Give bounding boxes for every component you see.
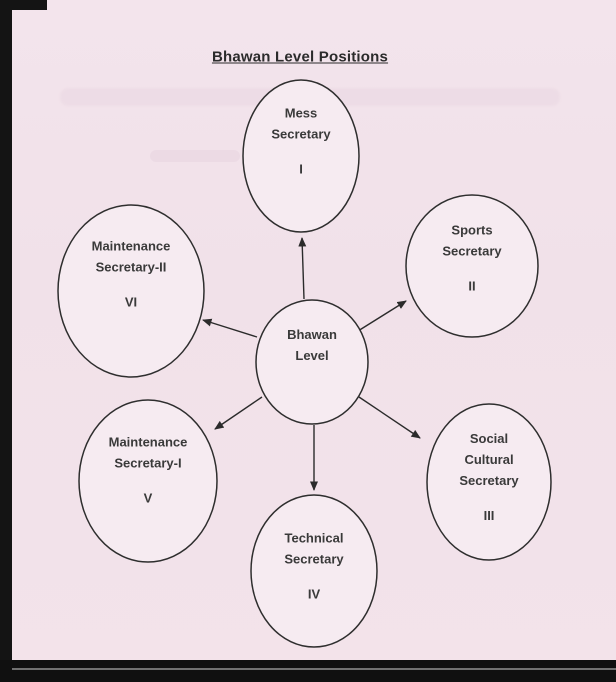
maintenance-secretary-1-ellipse (78, 399, 218, 563)
arrow-to-maintenance-secretary-1 (214, 396, 263, 430)
scan-artifact-smudge (150, 150, 240, 162)
mess-secretary-ellipse (242, 79, 360, 233)
node-label-line: Maintenance (91, 238, 171, 254)
technical-secretary-ellipse (250, 494, 378, 648)
sports-secretary-ellipse (405, 194, 539, 338)
node-label-line: Secretary-II (95, 259, 167, 275)
scan-edge-left (0, 0, 12, 682)
node-maintenance-secretary-1: Maintenance Secretary-I V (109, 432, 188, 509)
scan-edge-top-notch (0, 0, 47, 10)
node-social-cultural-secretary: Social Cultural Secretary III (459, 428, 518, 526)
node-label-line: Secretary (271, 126, 331, 142)
node-mess-secretary: Mess Secretary I (271, 103, 330, 180)
scan-edge-bottom (0, 660, 616, 682)
connector-arrows (202, 237, 421, 491)
node-numeral: VI (124, 294, 138, 310)
node-label-line: Maintenance (108, 434, 188, 450)
node-numeral: IV (307, 586, 321, 602)
arrow-to-mess-secretary (298, 237, 307, 300)
scan-edge-bottom-line (12, 668, 616, 670)
node-label-line: Technical (284, 530, 344, 546)
diagram-title: Bhawan Level Positions (211, 48, 389, 66)
node-bhawan-level: Bhawan Level (287, 324, 337, 366)
node-numeral: I (299, 161, 303, 177)
node-numeral: V (143, 490, 153, 506)
bhawan-level-ellipse (255, 299, 369, 425)
node-label-line: Sports (451, 222, 493, 238)
arrow-to-sports-secretary (357, 300, 407, 332)
node-numeral: III (483, 508, 495, 523)
node-technical-secretary: Technical Secretary IV (284, 528, 343, 605)
node-label-line: Cultural (464, 452, 514, 467)
node-maintenance-secretary-2: Maintenance Secretary-II VI (92, 236, 171, 313)
arrow-to-maintenance-secretary-2 (202, 318, 258, 338)
node-label-line: Social (469, 431, 509, 446)
node-label-line: Secretary-I (114, 455, 182, 471)
node-label-line: Secretary (284, 551, 344, 567)
node-numeral: II (468, 278, 476, 294)
node-label-line: Secretary (459, 473, 519, 488)
node-label-line: Level (295, 348, 329, 363)
node-label-line: Mess (284, 105, 318, 121)
maintenance-secretary-2-ellipse (57, 204, 205, 378)
arrow-to-social-cultural-secretary (358, 396, 421, 439)
node-sports-secretary: Sports Secretary II (442, 220, 501, 297)
social-cultural-secretary-ellipse (426, 403, 552, 561)
node-label-line: Secretary (442, 243, 502, 259)
node-label-line: Bhawan (287, 327, 337, 342)
